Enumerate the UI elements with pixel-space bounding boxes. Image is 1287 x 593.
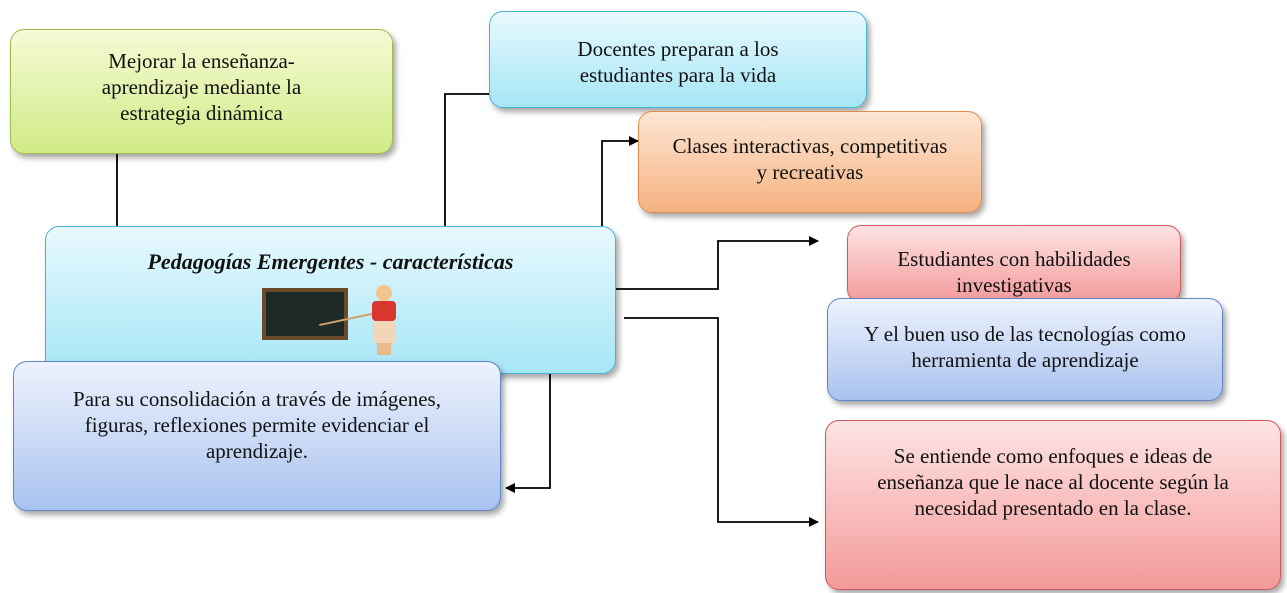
connector-enfoques — [624, 317, 819, 527]
node-estudiantes: Estudiantes con habilidades investigativ… — [847, 225, 1181, 303]
node-estudiantes-text: Estudiantes con habilidades investigativ… — [897, 247, 1131, 297]
teacher-skirt-icon — [373, 321, 395, 343]
node-mejorar-text: Mejorar la enseñanza-aprendizaje mediant… — [101, 49, 302, 125]
node-enfoques: Se entiende como enfoques e ideas de ens… — [825, 420, 1281, 590]
node-docentes-text: Docentes preparan a los estudiantes para… — [577, 37, 779, 87]
connector-estudiantes — [614, 236, 819, 290]
node-tecnologias: Y el buen uso de las tecnologías como he… — [827, 298, 1223, 401]
node-mejorar: Mejorar la enseñanza-aprendizaje mediant… — [10, 29, 393, 154]
node-enfoques-text: Se entiende como enfoques e ideas de ens… — [877, 444, 1229, 520]
node-consolidacion-text: Para su consolidación a través de imágen… — [73, 387, 441, 463]
node-consolidacion: Para su consolidación a través de imágen… — [13, 361, 501, 511]
teacher-head-icon — [376, 285, 392, 301]
node-clases: Clases interactivas, competitivas y recr… — [638, 111, 982, 213]
node-tecnologias-text: Y el buen uso de las tecnologías como he… — [864, 322, 1186, 372]
central-title: Pedagogías Emergentes - características — [147, 249, 514, 274]
node-docentes: Docentes preparan a los estudiantes para… — [489, 11, 867, 108]
teacher-body-icon — [372, 301, 396, 321]
teacher-legs-icon — [377, 343, 391, 355]
chalkboard-icon — [262, 288, 348, 340]
node-central: Pedagogías Emergentes - características — [45, 226, 616, 374]
node-clases-text: Clases interactivas, competitivas y recr… — [672, 134, 948, 184]
